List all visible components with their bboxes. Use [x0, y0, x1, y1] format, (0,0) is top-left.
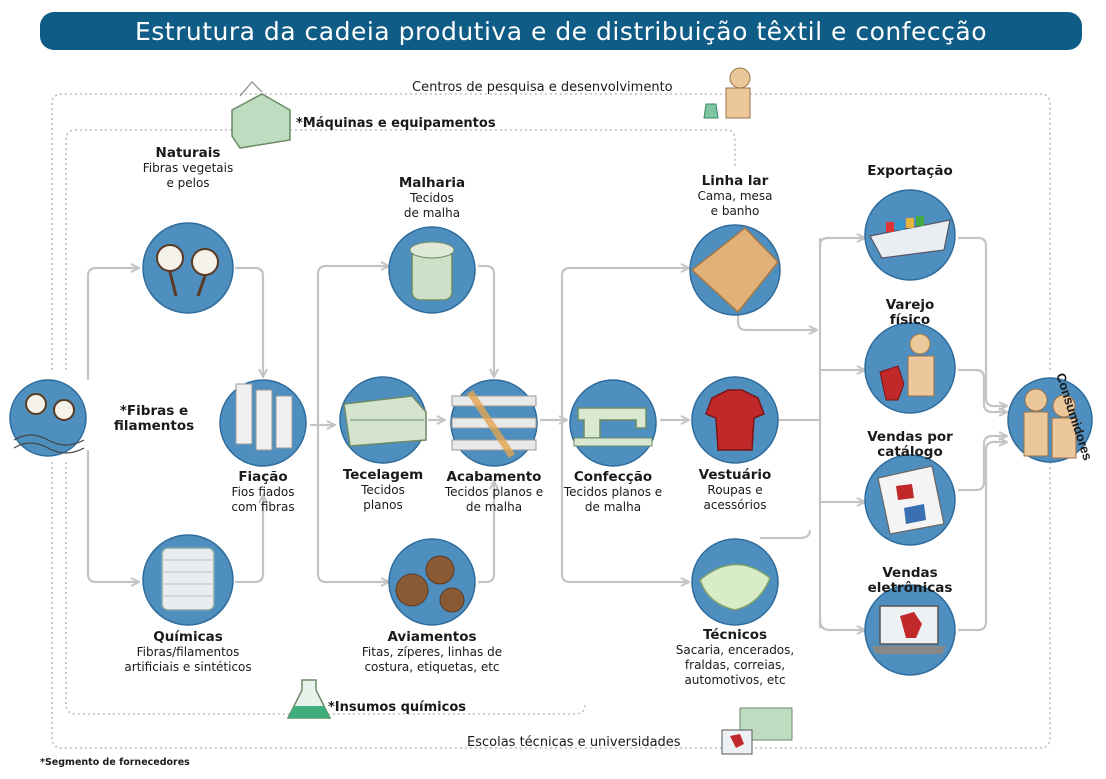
fabric-icon — [699, 563, 771, 611]
spool-icon — [161, 547, 215, 611]
arrow-fibras-naturais — [86, 268, 138, 380]
arrow-malharia-acabamento — [478, 264, 494, 376]
label-varejo: Varejo físico — [885, 297, 935, 328]
arrow-fibras-quimicas — [86, 450, 138, 582]
label-naturais: Naturais Fibras vegetais e pelos — [142, 145, 234, 191]
machines-loop — [65, 129, 736, 370]
arrow-to-exportacao — [818, 238, 864, 247]
arrow-linhalar-dist — [736, 314, 816, 330]
label-linhalar: Linha lar Cama, mesa e banho — [697, 173, 773, 219]
shop-person-icon — [879, 333, 935, 401]
label-fibras: *Fibras e filamentos — [113, 403, 195, 434]
machines-label: *Máquinas e equipamentos — [296, 116, 496, 131]
arrow-tecnicos-dist — [760, 529, 812, 540]
cotton-fiber-icon — [13, 393, 85, 454]
arrow-quimicas-fiacao — [235, 496, 263, 584]
bobbins-icon — [235, 383, 293, 451]
label-fiacao: Fiação Fios fiados com fibras — [231, 469, 295, 515]
label-tecelagem: Tecelagem Tecidos planos — [342, 467, 424, 513]
arrow-varejo-consumidores — [958, 368, 1006, 412]
bedding-icon — [690, 226, 779, 314]
schools-label: Escolas técnicas e universidades — [467, 735, 681, 750]
catalog-icon — [877, 465, 945, 535]
label-acabamento: Acabamento Tecidos planos e de malha — [444, 469, 544, 515]
label-eletronicas: Vendas eletrônicas — [867, 565, 953, 596]
flask-icon — [286, 679, 332, 719]
sewing-machine-icon — [573, 407, 653, 447]
scientist-icon — [703, 67, 751, 119]
node-naturais — [142, 222, 234, 314]
label-quimicas: Químicas Fibras/filamentos artificiais e… — [124, 629, 252, 675]
label-confeccao: Confecção Tecidos planos e de malha — [563, 469, 663, 515]
schools-loop — [51, 460, 1051, 749]
footnote: *Segmento de fornecedores — [40, 757, 190, 768]
arrow-exportacao-consumidores — [958, 236, 1006, 406]
laptop-icon — [872, 605, 946, 654]
research-label: Centros de pesquisa e desenvolvimento — [412, 80, 673, 95]
knitting-machine-icon — [409, 241, 455, 301]
school-icon — [721, 707, 793, 755]
label-catalogo: Vendas por catálogo — [867, 429, 953, 460]
rolls-icon — [451, 390, 537, 458]
machinery-icon — [231, 81, 291, 149]
arrow-eletronicas-consumidores — [958, 442, 1006, 632]
label-aviamentos: Aviamentos Fitas, zíperes, linhas de cos… — [361, 629, 503, 675]
arrow-aviamentos-acabamento — [478, 482, 494, 584]
page-title: Estrutura da cadeia produtiva e de distr… — [134, 17, 988, 46]
label-exportacao: Exportação — [867, 163, 953, 179]
title-bar: Estrutura da cadeia produtiva e de distr… — [40, 12, 1082, 50]
arrow-to-linhalar — [560, 268, 688, 420]
ship-icon — [869, 216, 951, 259]
arrow-catalogo-consumidores — [958, 436, 1006, 492]
label-vestuario: Vestuário Roupas e acessórios — [698, 467, 772, 513]
research-loop — [51, 93, 1051, 370]
supplier-loops — [51, 93, 1051, 749]
loom-icon — [343, 395, 427, 447]
arrow-naturais-fiacao — [235, 266, 263, 376]
flow-arrows — [86, 236, 1006, 632]
label-malharia: Malharia Tecidos de malha — [398, 175, 466, 221]
arrow-to-malharia — [316, 266, 388, 425]
buttons-icon — [395, 555, 465, 613]
arrow-to-aviamentos — [316, 425, 388, 582]
label-tecnicos: Técnicos Sacaria, encerados, fraldas, co… — [675, 627, 795, 688]
arrow-to-tecnicos — [560, 420, 688, 582]
shirt-icon — [705, 389, 765, 451]
chemicals-loop — [65, 462, 586, 715]
cotton-icon — [156, 244, 219, 297]
chemicals-label: *Insumos químicos — [328, 700, 467, 715]
arrow-to-eletronicas — [818, 619, 864, 630]
consumers-icon — [1023, 388, 1077, 459]
